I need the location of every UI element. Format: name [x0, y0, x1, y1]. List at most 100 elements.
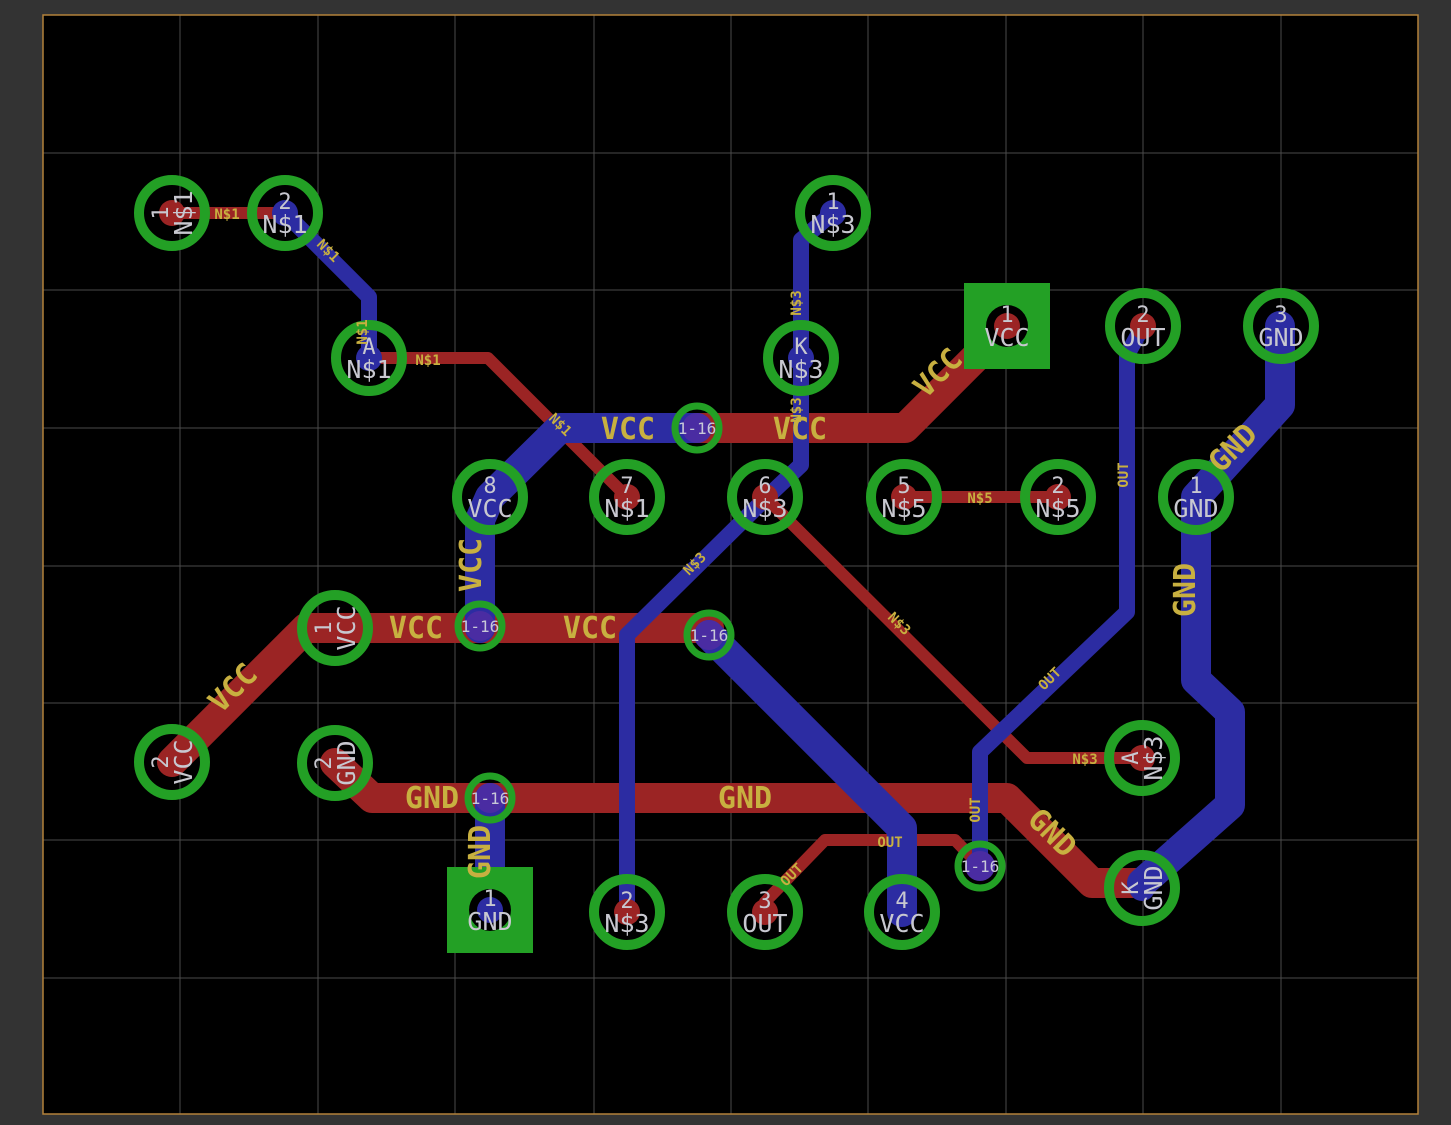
pad-copper: [1130, 313, 1156, 339]
pad-ring: [866, 459, 942, 535]
pad-c2-2[interactable]: 2N$5: [1020, 459, 1096, 535]
trace-label: N$3: [789, 290, 805, 315]
pad-led1-a[interactable]: AN$1: [331, 320, 407, 396]
via-via3[interactable]: 1-16: [683, 609, 735, 661]
via-drill: [965, 851, 995, 881]
pad-net-name: N$3: [810, 210, 855, 239]
pad-led2-k[interactable]: KN$3: [763, 320, 839, 396]
pad-net-name: N$1: [169, 190, 198, 235]
pad-copper: [322, 750, 348, 776]
via-drill: [682, 413, 712, 443]
pad-r1-2[interactable]: 2N$1: [247, 175, 323, 251]
pad-net-name: VCC: [879, 909, 924, 938]
trace-label: GND: [718, 781, 772, 816]
via-via4[interactable]: 1-16: [464, 772, 516, 824]
pad-ic-2[interactable]: 2N$3: [589, 874, 665, 950]
pad-net-name: VCC: [984, 323, 1029, 352]
via-label: 1-16: [471, 789, 510, 808]
trace-label: N$3: [789, 397, 805, 422]
pad-ring: [727, 874, 803, 950]
pad-net-name: VCC: [467, 494, 512, 523]
pad-ic-6[interactable]: 6N$3: [727, 459, 803, 535]
pad-ring: [297, 725, 373, 801]
pad-ic-7[interactable]: 7N$1: [589, 459, 665, 535]
pad-net-name: GND: [1173, 494, 1218, 523]
pad-copper: [889, 899, 915, 925]
pad-copper: [891, 484, 917, 510]
pad-net-name: N$5: [881, 494, 926, 523]
via-label: 1-16: [690, 626, 729, 645]
pad-ring: [297, 590, 373, 666]
trace-label: OUT: [1116, 462, 1132, 487]
via-ring: [464, 772, 516, 824]
pad-copper: [159, 749, 185, 775]
trace-gnd-bot-right[interactable]: [1127, 311, 1295, 898]
pad-ring: [452, 459, 528, 535]
via-label: 1-16: [461, 617, 500, 636]
via-label: 1-16: [961, 857, 1000, 876]
trace-out-bot[interactable]: [972, 318, 1151, 874]
pad-number: 3: [758, 889, 771, 914]
trace-n3-diag[interactable]: [759, 491, 1148, 764]
trace-label: VCC: [389, 611, 443, 646]
pad-ring: [1020, 459, 1096, 535]
via-drill: [475, 783, 505, 813]
pad-ic-5[interactable]: 5N$5: [866, 459, 942, 535]
trace-label: GND: [463, 825, 498, 879]
pad-number: K: [794, 335, 808, 360]
pad-ring: [331, 320, 407, 396]
board-outline: [42, 14, 1419, 1115]
pad-number: 1: [1189, 474, 1202, 499]
trace-label: N$1: [415, 353, 440, 369]
pad-copper: [477, 897, 503, 923]
pad-r2-1[interactable]: 1N$3: [795, 175, 871, 251]
pad-r1-1[interactable]: 1N$1: [134, 175, 210, 251]
pad-ring: [763, 320, 839, 396]
pad-net-name: OUT: [742, 909, 787, 938]
pad-number: 2: [620, 889, 633, 914]
via-ring: [671, 402, 723, 454]
trace-n1-bot[interactable]: [277, 205, 377, 366]
pad-number: 6: [758, 474, 771, 499]
pad-led2-a[interactable]: AN$3: [1104, 720, 1180, 796]
pad-net-name: N$3: [1139, 735, 1168, 780]
pad-ring: [247, 175, 323, 251]
pad-net-name: N$1: [262, 210, 307, 239]
via-ring: [954, 840, 1006, 892]
via-via1[interactable]: 1-16: [671, 402, 723, 454]
pad-copper: [614, 899, 640, 925]
trace-label: N$5: [967, 491, 992, 507]
pad-ring: [134, 175, 210, 251]
pad-ring: [1243, 288, 1319, 364]
pad-net-name: GND: [467, 907, 512, 936]
pad-number: 1: [312, 621, 337, 634]
via-via5[interactable]: 1-16: [954, 840, 1006, 892]
trace-label: OUT: [877, 835, 902, 851]
pad-copper: [752, 484, 778, 510]
pad-copper: [752, 899, 778, 925]
pad-ring: [1104, 850, 1180, 926]
pad-copper: [159, 200, 185, 226]
pad-net-name: OUT: [1120, 323, 1165, 352]
pad-number: K: [1119, 881, 1144, 895]
pad-ring: [134, 724, 210, 800]
trace-n1-ic7[interactable]: [362, 352, 633, 503]
trace-label: N$1: [214, 207, 239, 223]
pad-net-name: GND: [1258, 323, 1303, 352]
pad-net-name: N$3: [778, 355, 823, 384]
via-via2[interactable]: 1-16: [454, 600, 506, 652]
trace-label: VCC: [563, 611, 617, 646]
